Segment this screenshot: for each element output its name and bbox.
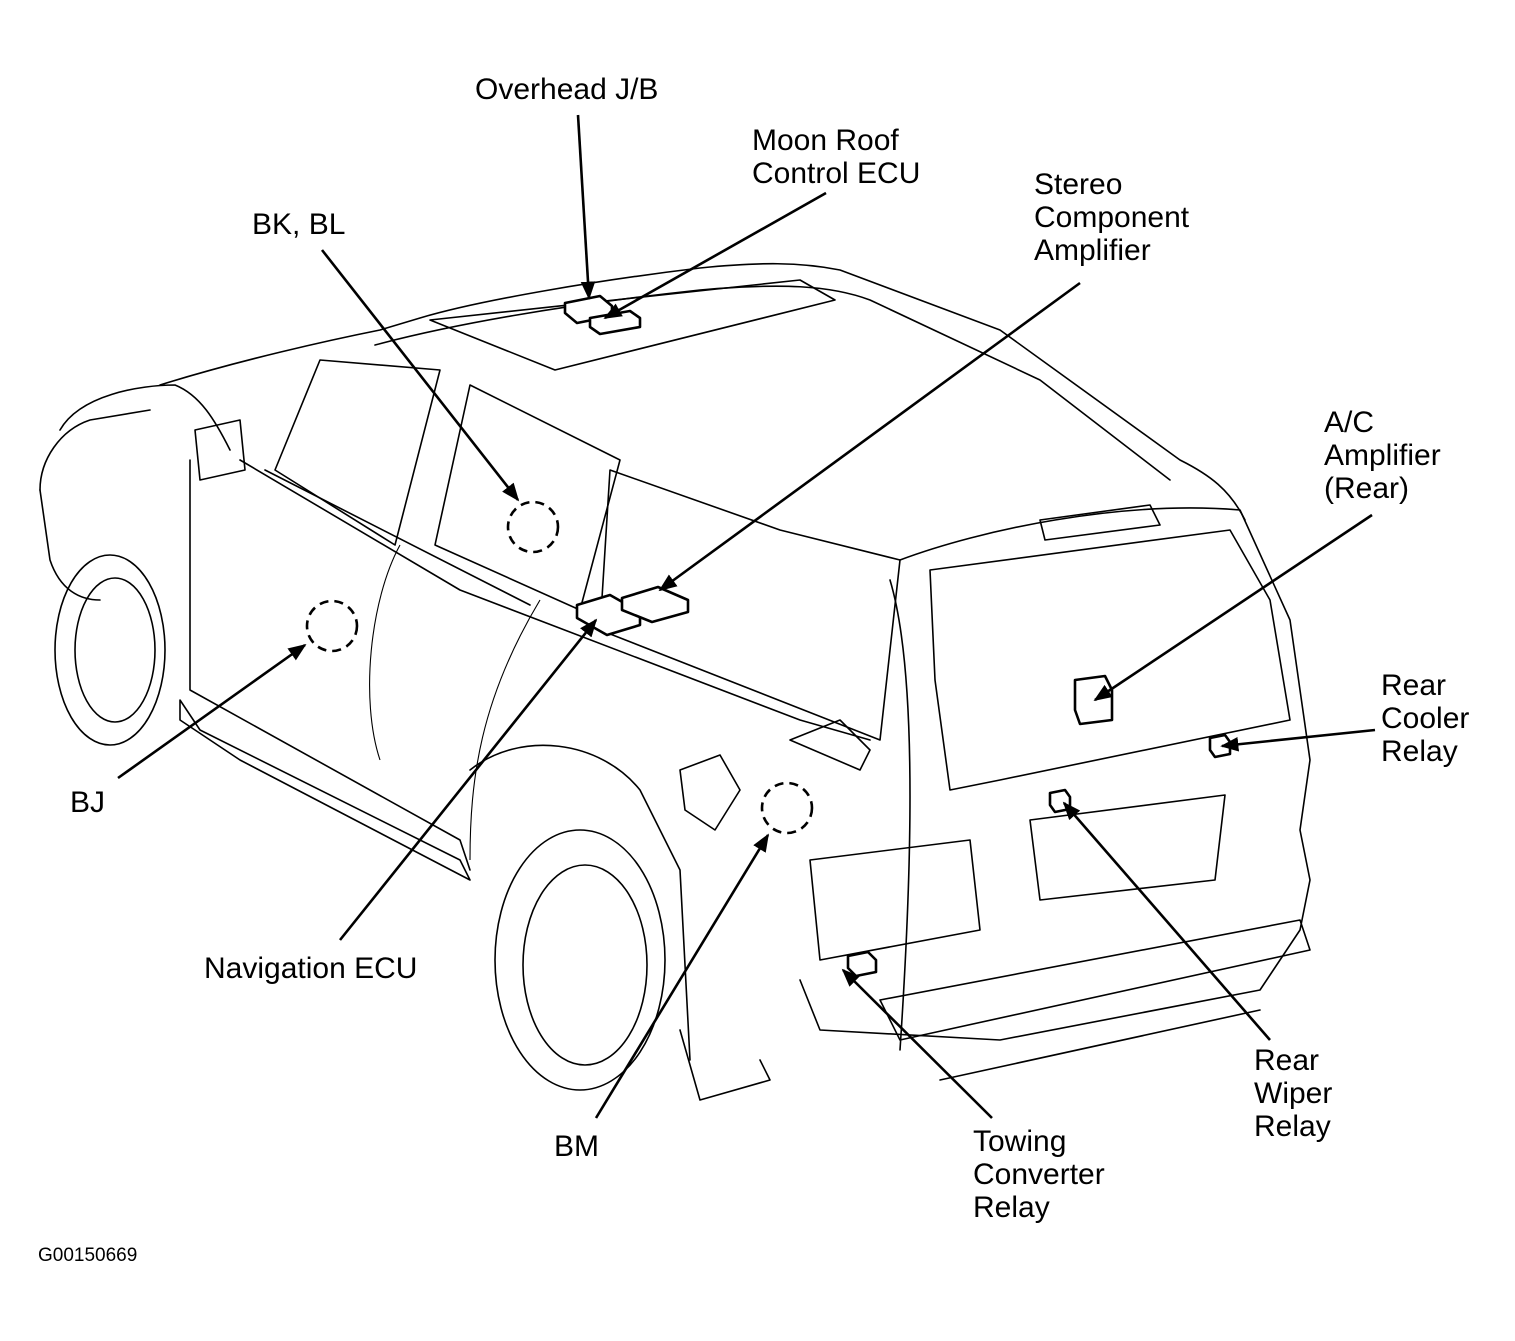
label-bk-bl: BK, BL	[252, 208, 346, 241]
label-moon-roof-ecu: Moon Roof Control ECU	[752, 124, 921, 190]
bumper	[879, 919, 1311, 1041]
front-window	[274, 359, 441, 546]
label-rear-wiper-relay: Rear Wiper Relay	[1254, 1044, 1333, 1143]
label-towing-converter-relay: Towing Converter Relay	[973, 1125, 1105, 1224]
label-rear-cooler-relay: Rear Cooler Relay	[1381, 669, 1470, 768]
front-wheel	[54, 554, 166, 746]
label-bj: BJ	[70, 786, 106, 819]
leader-overhead-jb	[576, 114, 596, 300]
moon-roof-ecu-box	[588, 309, 642, 336]
bj-connector-location	[305, 599, 359, 653]
leader-ac-amp-rear	[1093, 513, 1373, 702]
towing-converter-relay-box	[846, 950, 878, 978]
fuel-door	[679, 754, 741, 831]
rear-window	[929, 529, 1291, 791]
vehicle-body	[39, 262, 1311, 1101]
label-overhead-jb: Overhead J/B	[475, 73, 659, 106]
ac-amp-rear-box	[1073, 674, 1114, 726]
leader-rear-wiper-relay	[1062, 801, 1271, 1041]
label-bm: BM	[554, 1130, 599, 1163]
leader-rear-cooler-relay	[1220, 728, 1376, 752]
rear-wiper-relay-box	[1048, 788, 1072, 814]
side-mirror	[194, 419, 246, 481]
rear-wheel	[494, 829, 666, 1091]
stereo-amp-box	[620, 585, 690, 624]
figure-id: G00150669	[38, 1245, 138, 1266]
brake-light	[1039, 504, 1161, 541]
leader-bj	[117, 643, 307, 780]
leader-navigation-ecu	[338, 618, 598, 941]
tail-light	[809, 839, 981, 961]
leader-moon-roof-ecu	[603, 191, 827, 320]
label-navigation-ecu: Navigation ECU	[204, 952, 418, 985]
bk-bl-connector-location	[506, 500, 560, 554]
leader-stereo-amp	[658, 281, 1081, 592]
label-ac-amp-rear: A/C Amplifier (Rear)	[1324, 406, 1441, 505]
leader-bk-bl	[320, 249, 520, 502]
rear-door-window	[434, 384, 621, 611]
bm-connector-location	[760, 781, 814, 835]
running-board	[179, 699, 471, 881]
label-stereo-amp: Stereo Component Amplifier	[1034, 168, 1190, 267]
sunroof	[429, 279, 836, 371]
license-plate-area	[1029, 794, 1226, 901]
vent	[789, 719, 871, 771]
leader-towing-converter-relay	[841, 968, 993, 1119]
leader-bm	[594, 833, 770, 1119]
